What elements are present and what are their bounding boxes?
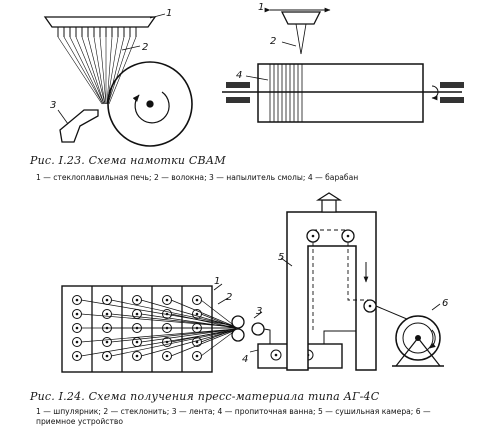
drying-chamber: [286, 192, 377, 371]
figure-1-23-caption: Рис. I.23. Схема намотки СВАМ: [30, 154, 226, 167]
creel: [61, 285, 213, 373]
glass-fibers: [57, 36, 137, 105]
callout-2: 2: [142, 42, 148, 53]
callout-3: 3: [50, 100, 56, 111]
figure-1-24-legend: 1 — шпулярник; 2 — стеклонить; 3 — лента…: [36, 407, 431, 426]
figure-1-24: [61, 192, 444, 373]
callout-1-24-1: 1: [214, 276, 220, 287]
figure-1-23-legend: 1 — стеклоплавильная печь; 2 — волокна; …: [36, 173, 359, 182]
tape-rollers: [231, 315, 265, 342]
callout-1-24-6: 6: [442, 298, 448, 309]
callout-1-24-5: 5: [278, 252, 284, 263]
callout-1-24-3: 3: [256, 306, 262, 317]
glass-melting-furnace: [43, 16, 157, 28]
callout-4: 4: [236, 70, 242, 81]
spinneret-comb: [57, 27, 137, 37]
bearing-left: [226, 82, 250, 103]
callout-1: 1: [166, 8, 172, 19]
furnace-side-view: [280, 11, 322, 25]
callout-1b: 1: [258, 2, 264, 13]
figure-1-23-right: [222, 7, 464, 123]
drum-side-view: [257, 63, 424, 123]
figure-1-23-left: [43, 13, 193, 147]
callout-1-24-2: 2: [226, 292, 232, 303]
drum-hub: [146, 100, 154, 108]
figure-1-24-caption: Рис. I.24. Схема получения пресс-материа…: [30, 390, 380, 403]
callout-2b: 2: [270, 36, 276, 47]
callout-1-24-4: 4: [242, 354, 248, 365]
bearing-right: [440, 82, 464, 103]
rotation-indicator: [431, 85, 439, 101]
take-up-device: [375, 305, 444, 367]
glass-threads: [80, 299, 237, 357]
rotation-arrow: [132, 91, 170, 124]
wound-layer: [269, 64, 303, 122]
winding-drum: [107, 61, 193, 147]
resin-sprayer: [59, 109, 99, 143]
